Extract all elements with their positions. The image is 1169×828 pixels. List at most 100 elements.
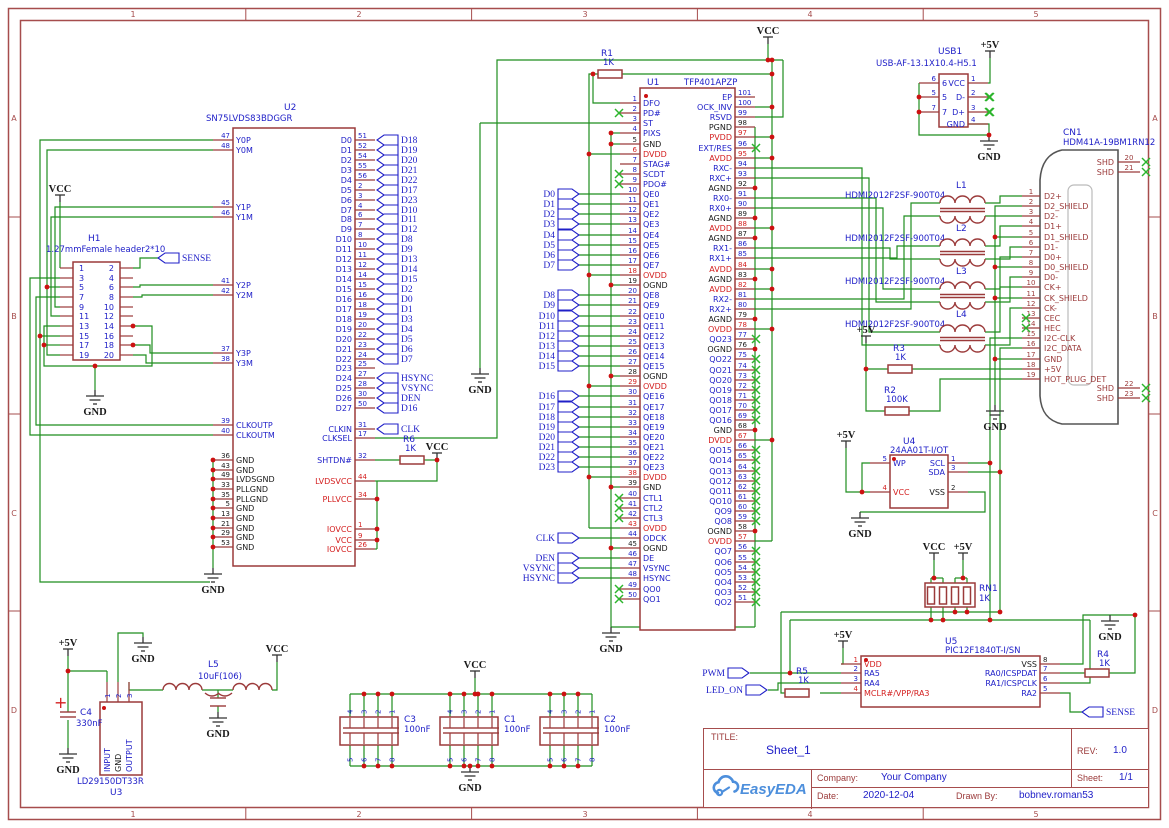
- L1-winding[interactable]: [939, 215, 986, 224]
- net-label-D17[interactable]: D17: [539, 403, 556, 413]
- net-label-D3[interactable]: D3: [401, 315, 413, 325]
- net-label-D16[interactable]: D16: [401, 404, 418, 414]
- u5-body[interactable]: [860, 655, 1041, 708]
- net-label-D22[interactable]: D22: [401, 176, 418, 186]
- net-flag-D6[interactable]: [557, 249, 580, 261]
- usb1-body[interactable]: [938, 73, 969, 128]
- R2-body[interactable]: [884, 406, 910, 416]
- net-label-D14[interactable]: D14: [539, 352, 556, 362]
- wire[interactable]: [985, 256, 1022, 290]
- net-label-D12[interactable]: D12: [539, 332, 556, 342]
- l5-coil[interactable]: [232, 682, 273, 691]
- wire[interactable]: [968, 123, 990, 135]
- u4-body[interactable]: [889, 454, 949, 509]
- net-flag-D23[interactable]: [376, 194, 399, 206]
- wire[interactable]: [909, 378, 1022, 412]
- R2-ref[interactable]: R2: [884, 386, 896, 396]
- R6-ref[interactable]: R6: [403, 435, 415, 445]
- wire[interactable]: [272, 662, 278, 691]
- L1-ref[interactable]: L1: [956, 181, 967, 191]
- R3-value[interactable]: 1K: [895, 353, 906, 363]
- net-label-D8[interactable]: D8: [543, 291, 555, 301]
- net-label-D0[interactable]: D0: [543, 190, 555, 200]
- wire[interactable]: [377, 460, 438, 482]
- wire[interactable]: [755, 202, 940, 310]
- R4-ref[interactable]: R4: [1097, 650, 1109, 660]
- net-flag-D18[interactable]: [376, 134, 399, 146]
- net-flag-SENSE[interactable]: [1081, 706, 1104, 718]
- net-flag-D9[interactable]: [557, 299, 580, 311]
- +5V-label[interactable]: +5V: [857, 325, 876, 336]
- gnd-label[interactable]: GND: [458, 783, 482, 794]
- wire[interactable]: [994, 205, 1022, 405]
- L2-winding[interactable]: [939, 238, 986, 247]
- C3-ref[interactable]: C3: [404, 715, 416, 725]
- net-flag-D10[interactable]: [376, 204, 399, 216]
- R1-value[interactable]: 1K: [603, 58, 614, 68]
- net-flag-D19[interactable]: [557, 421, 580, 433]
- net-flag-CLK[interactable]: [376, 423, 399, 435]
- net-label-CLK[interactable]: CLK: [536, 534, 555, 544]
- wire[interactable]: [1060, 620, 1091, 684]
- wire[interactable]: [1060, 614, 1135, 665]
- net-label-D11[interactable]: D11: [539, 322, 555, 332]
- net-label-VSYNC[interactable]: VSYNC: [401, 384, 433, 394]
- net-flag-D2[interactable]: [557, 208, 580, 220]
- company-value[interactable]: Your Company: [881, 772, 947, 783]
- sheet-title[interactable]: Sheet_1: [766, 743, 811, 757]
- wire[interactable]: [985, 246, 1022, 260]
- net-label-D2[interactable]: D2: [543, 210, 555, 220]
- VCC-label[interactable]: VCC: [464, 660, 487, 671]
- L3-ref[interactable]: L3: [956, 267, 967, 277]
- VCC-label[interactable]: VCC: [49, 184, 72, 195]
- net-flag-D23[interactable]: [557, 461, 580, 473]
- net-flag-D21[interactable]: [376, 164, 399, 176]
- net-label-D8[interactable]: D8: [401, 235, 413, 245]
- net-label-D17[interactable]: D17: [401, 186, 418, 196]
- L4-winding[interactable]: [939, 344, 986, 353]
- rn1-value[interactable]: 1K: [979, 594, 990, 604]
- u2-ref[interactable]: U2: [284, 103, 296, 113]
- u3-body[interactable]: [99, 701, 143, 776]
- net-flag-D19[interactable]: [376, 144, 399, 156]
- cn1-value[interactable]: HDM41A-19BM1RN12: [1063, 138, 1155, 148]
- net-label-D18[interactable]: D18: [539, 413, 556, 423]
- l5-value[interactable]: 10uF(106): [198, 672, 242, 682]
- net-flag-D17[interactable]: [376, 184, 399, 196]
- net-label-HSYNC[interactable]: HSYNC: [523, 574, 555, 584]
- wire[interactable]: [592, 74, 620, 104]
- wire[interactable]: [918, 83, 989, 136]
- R3-body[interactable]: [887, 364, 913, 374]
- gnd-label[interactable]: GND: [83, 407, 107, 418]
- date-value[interactable]: 2020-12-04: [863, 790, 915, 801]
- l5-ref[interactable]: L5: [208, 660, 219, 670]
- net-flag-D14[interactable]: [376, 263, 399, 275]
- sheet-value[interactable]: 1/1: [1119, 772, 1133, 783]
- net-label-VSYNC[interactable]: VSYNC: [523, 564, 555, 574]
- h1-body[interactable]: [72, 261, 121, 361]
- net-flag-D7[interactable]: [376, 353, 399, 365]
- wire[interactable]: [861, 462, 870, 492]
- net-flag-CLK[interactable]: [557, 532, 580, 544]
- net-flag-D11[interactable]: [557, 320, 580, 332]
- wire[interactable]: [133, 257, 158, 269]
- net-label-D9[interactable]: D9: [401, 245, 413, 255]
- wire[interactable]: [755, 177, 940, 333]
- C3-body[interactable]: [339, 716, 399, 746]
- net-label-D1[interactable]: D1: [543, 200, 555, 210]
- wire[interactable]: [588, 73, 598, 528]
- net-flag-D0[interactable]: [376, 293, 399, 305]
- u5-value[interactable]: PIC12F1840T-I/SN: [945, 646, 1021, 656]
- gnd-label[interactable]: GND: [131, 654, 155, 665]
- +5V-label[interactable]: +5V: [59, 638, 78, 649]
- net-flag-VSYNC[interactable]: [557, 562, 580, 574]
- VCC-label[interactable]: VCC: [426, 442, 449, 453]
- net-label-D20[interactable]: D20: [539, 433, 556, 443]
- net-flag-D20[interactable]: [376, 154, 399, 166]
- net-flag-DEN[interactable]: [376, 392, 399, 404]
- u3-ref[interactable]: U3: [110, 788, 122, 798]
- gnd-label[interactable]: GND: [977, 152, 1001, 163]
- net-label-D19[interactable]: D19: [401, 146, 418, 156]
- R6-body[interactable]: [399, 455, 425, 465]
